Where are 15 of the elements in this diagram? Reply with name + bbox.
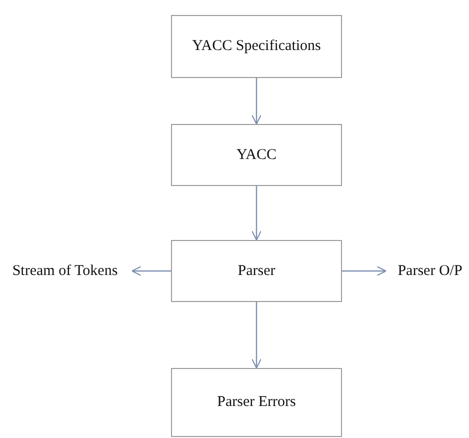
arrow xyxy=(251,186,262,241)
process-box xyxy=(171,124,342,186)
output-label: Parser O/P xyxy=(392,258,468,284)
process-box xyxy=(171,240,342,302)
arrow xyxy=(342,266,387,276)
arrow xyxy=(251,78,262,125)
box-label: YACC Specifications xyxy=(192,38,321,55)
arrow xyxy=(131,266,171,276)
box-label: Parser Errors xyxy=(217,394,296,411)
process-box xyxy=(171,15,342,78)
box-label: YACC xyxy=(236,146,276,164)
arrow xyxy=(251,302,262,369)
output-label: Stream of Tokens xyxy=(4,258,126,284)
process-box xyxy=(171,368,342,437)
box-label: Parser xyxy=(238,262,276,280)
